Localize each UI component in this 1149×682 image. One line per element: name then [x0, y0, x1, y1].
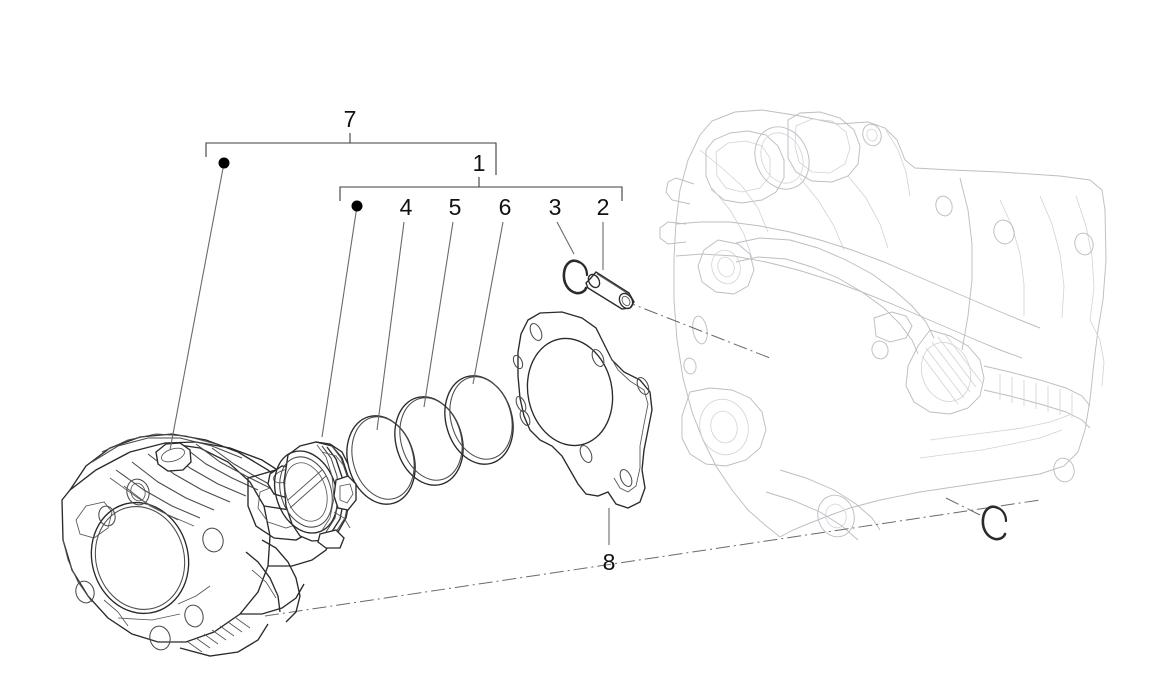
leader-4 [376, 221, 405, 431]
crankcase-ghost-assembly [659, 109, 1107, 541]
callout-label-4: 4 [400, 194, 413, 220]
callout-label-8: 8 [603, 549, 616, 575]
leader-1 [321, 205, 358, 438]
centerline-gudgeon-pin [621, 299, 771, 359]
leader-dot-1 [351, 200, 363, 212]
piston-ring-2 [394, 396, 464, 486]
piston-rings [346, 375, 514, 505]
cylinder-base-gasket-part-8 [512, 311, 653, 509]
callout-brackets [205, 133, 623, 201]
callout-label-2: 2 [597, 194, 610, 220]
callout-label-5: 5 [449, 194, 462, 220]
piston-part-4 [273, 441, 357, 549]
circlip-part-3 [562, 259, 589, 295]
callout-label-3: 3 [549, 194, 562, 220]
callout-leaders [169, 157, 610, 545]
callout-label-1: 1 [473, 150, 486, 176]
assembly-centerlines [264, 299, 1041, 617]
callout-label-6: 6 [499, 194, 512, 220]
leader-dot-7 [218, 157, 230, 169]
callout-numbers: 7 1 4 5 6 3 2 8 [344, 106, 616, 575]
centerline-cylinder-axis [264, 499, 1041, 617]
bracket-7 [205, 142, 497, 175]
piston-ring-1 [346, 415, 416, 505]
piston-ring-3 [444, 375, 514, 465]
leader-7 [169, 162, 225, 451]
leader-5 [423, 221, 454, 408]
bracket-1 [339, 186, 623, 201]
circlip-secondary [945, 497, 1008, 541]
callout-label-7: 7 [344, 106, 357, 132]
gudgeon-pin-part-2 [585, 271, 635, 310]
leader-6 [472, 221, 504, 385]
leader-3 [556, 221, 575, 255]
